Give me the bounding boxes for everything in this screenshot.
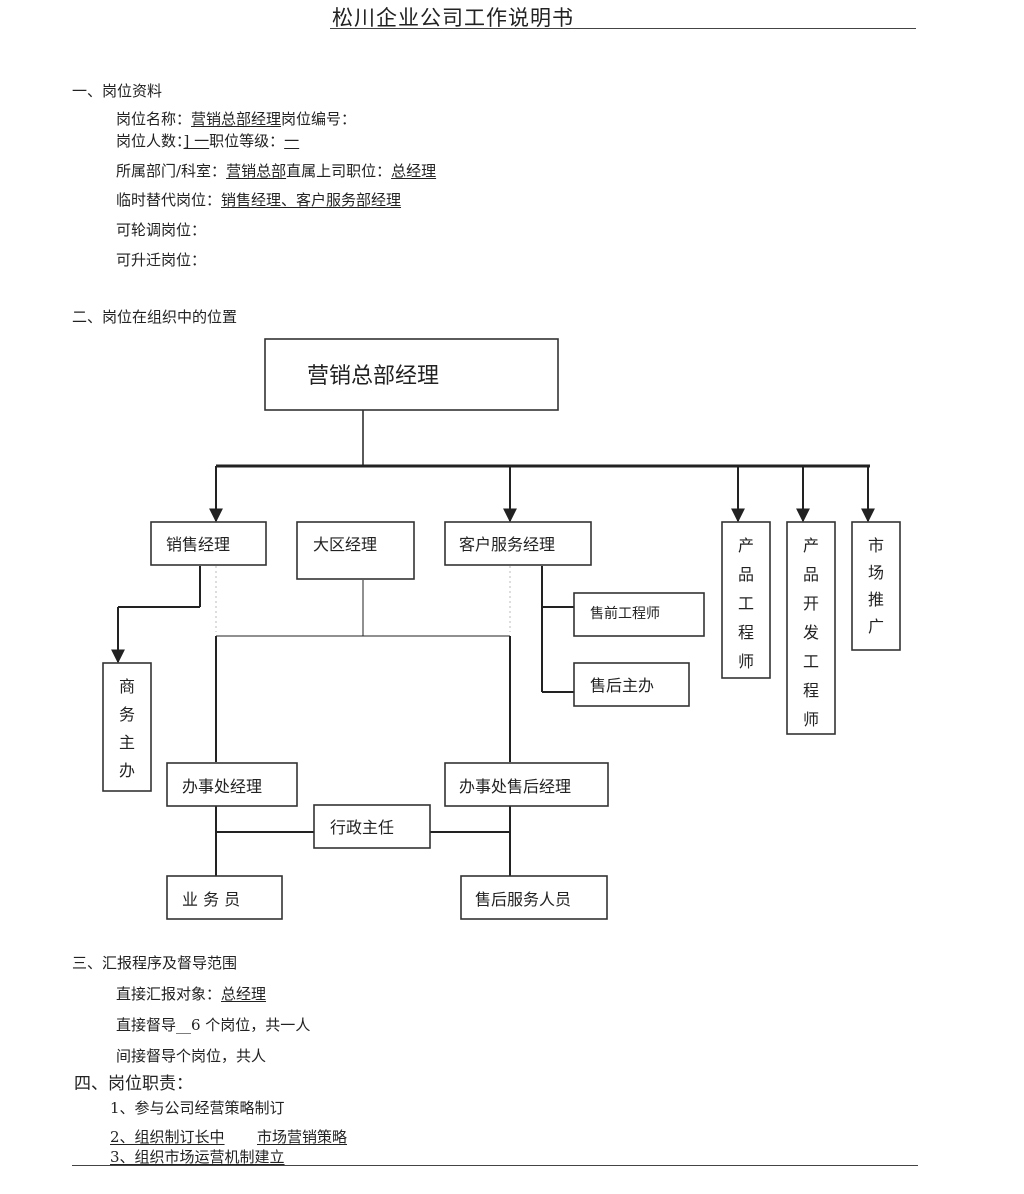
dotted-links bbox=[215, 566, 511, 632]
label-admin-head: 行政主任 bbox=[330, 818, 394, 837]
box-business-assistant bbox=[102, 662, 152, 792]
report-line: 直接汇报对象：总经理 bbox=[116, 983, 266, 1004]
section3-heading: 三、汇报程序及督导范围 bbox=[72, 954, 238, 972]
label-business-assistant: 商务主办 bbox=[119, 677, 135, 780]
department-value: 营销总部 bbox=[226, 162, 287, 180]
report-label: 直接汇报对象： bbox=[116, 985, 222, 1003]
position-count-label: 岗位人数： bbox=[116, 132, 184, 150]
box-office-manager bbox=[166, 762, 298, 807]
document-title: 松川企业公司工作说明书 bbox=[332, 6, 574, 30]
label-market-promotion: 市场推广 bbox=[868, 536, 884, 636]
label-aftersales-staff: 售后服务人员 bbox=[475, 890, 571, 909]
section4-heading: 四、岗位职责： bbox=[74, 1074, 193, 1094]
position-name-value: 营销总部经理 bbox=[191, 110, 282, 128]
section1-heading: 一、岗位资料 bbox=[72, 82, 163, 100]
org-connectors bbox=[111, 410, 875, 876]
promotion-line: 可升迁岗位： bbox=[116, 249, 206, 270]
rotation-label: 可轮调岗位： bbox=[116, 221, 207, 239]
department-line: 所属部门/科室：营销总部直属上司职位：总经理 bbox=[116, 160, 436, 181]
superior-value: 总经理 bbox=[391, 162, 437, 180]
section2-heading: 二、岗位在组织中的位置 bbox=[72, 308, 238, 326]
report-value: 总经理 bbox=[221, 985, 267, 1003]
position-count-value: ] 一 bbox=[183, 132, 210, 150]
label-office-aftersales-manager: 办事处售后经理 bbox=[459, 777, 571, 796]
label-region-manager: 大区经理 bbox=[313, 535, 377, 554]
label-presales-engineer: 售前工程师 bbox=[590, 605, 660, 622]
position-name-label: 岗位名称： bbox=[116, 110, 192, 128]
label-salesperson: 业 务 员 bbox=[182, 890, 240, 909]
superior-label: 直属上司职位： bbox=[286, 162, 392, 180]
label-top: 营销总部经理 bbox=[307, 364, 439, 389]
department-label: 所属部门/科室： bbox=[116, 162, 227, 180]
position-code-label: 岗位编号： bbox=[281, 110, 357, 128]
box-product-engineer bbox=[721, 521, 771, 679]
substitute-line: 临时替代岗位：销售经理、客户服务部经理 bbox=[116, 189, 401, 210]
box-presales-engineer bbox=[573, 592, 705, 637]
rotation-line: 可轮调岗位： bbox=[116, 219, 206, 240]
duty-item-2: 2、组织制订长中 bbox=[110, 1128, 225, 1146]
box-office-aftersales-manager bbox=[444, 762, 609, 807]
box-product-dev-engineer bbox=[786, 521, 836, 735]
box-cs-manager bbox=[444, 521, 592, 566]
duty-item-1: 1、参与公司经营策略制订 bbox=[110, 1099, 285, 1117]
duty-item-2b: 市场营销策略 bbox=[257, 1128, 348, 1146]
position-count-line: 岗位人数：] 一职位等级：一 bbox=[116, 130, 299, 151]
box-aftersales-staff bbox=[460, 875, 608, 920]
indirect-supervision: 间接督导个岗位，共人 bbox=[116, 1047, 267, 1065]
position-grade-label: 职位等级： bbox=[209, 132, 285, 150]
box-region-manager bbox=[296, 521, 415, 580]
substitute-value: 销售经理、客户服务部经理 bbox=[221, 191, 402, 209]
position-name-line: 岗位名称：营销总部经理岗位编号： bbox=[116, 108, 356, 129]
duty-item-3: 3、组织市场运营机制建立 bbox=[110, 1148, 285, 1166]
label-cs-manager: 客户服务经理 bbox=[459, 535, 555, 554]
box-aftersales-lead bbox=[573, 662, 690, 707]
box-market-promotion bbox=[851, 521, 901, 651]
box-admin-head bbox=[313, 804, 431, 849]
bottom-rule bbox=[72, 1165, 918, 1166]
position-grade-value: 一 bbox=[284, 132, 300, 150]
direct-supervision: 直接督导__6 个岗位，共一人 bbox=[116, 1016, 311, 1034]
label-sales-manager: 销售经理 bbox=[166, 535, 230, 554]
title-rule bbox=[330, 28, 916, 29]
label-product-dev-engineer: 产品开发工程师 bbox=[803, 536, 819, 729]
substitute-label: 临时替代岗位： bbox=[116, 191, 222, 209]
box-salesperson bbox=[166, 875, 283, 920]
box-sales-manager bbox=[150, 521, 267, 566]
label-office-manager: 办事处经理 bbox=[182, 777, 262, 796]
box-top bbox=[264, 338, 559, 411]
label-product-engineer: 产品工程师 bbox=[738, 536, 754, 671]
promotion-label: 可升迁岗位： bbox=[116, 251, 207, 269]
label-aftersales-lead: 售后主办 bbox=[590, 676, 654, 695]
